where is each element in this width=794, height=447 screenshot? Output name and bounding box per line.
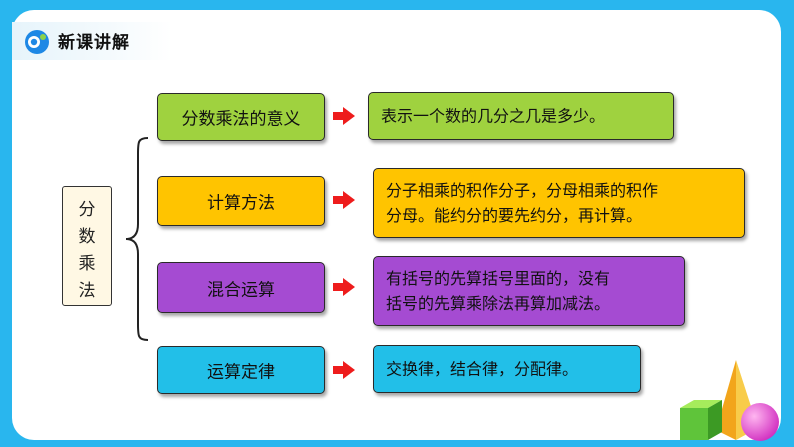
section-header: 新课讲解: [12, 22, 172, 60]
detail-line: 括号的先算乘除法再算加减法。: [386, 294, 611, 313]
page-title: 新课讲解: [58, 33, 130, 53]
topic-box-meaning: 分数乘法的意义: [157, 93, 325, 141]
detail-box-mixed: 有括号的先算括号里面的，没有 括号的先算乘除法再算加减法。: [373, 256, 685, 326]
cube-icon: [680, 400, 722, 440]
arrow-right-icon: [333, 278, 355, 296]
detail-line: 有括号的先算括号里面的，没有: [386, 269, 611, 288]
detail-box-meaning: 表示一个数的几分之几是多少。: [368, 92, 674, 140]
detail-text: 分子相乘的积作分子，分母相乘的积作 分母。能约分的要先约分，再计算。: [386, 178, 738, 228]
detail-text: 交换律，结合律，分配律。: [386, 357, 634, 382]
detail-text: 有括号的先算括号里面的，没有 括号的先算乘除法再算加减法。: [386, 266, 678, 316]
app-logo-icon: [25, 30, 49, 54]
topic-label: 混合运算: [207, 280, 275, 300]
topic-box-method: 计算方法: [157, 176, 325, 226]
main-topic-char: 法: [78, 281, 96, 301]
curly-brace: [125, 137, 149, 341]
main-topic-label: 分 数 乘 法: [62, 186, 112, 306]
detail-box-method: 分子相乘的积作分子，分母相乘的积作 分母。能约分的要先约分，再计算。: [373, 168, 745, 238]
detail-text: 表示一个数的几分之几是多少。: [381, 104, 667, 129]
detail-line: 分母。能约分的要先约分，再计算。: [386, 206, 643, 225]
arrow-right-icon: [333, 361, 355, 379]
main-topic-char: 数: [78, 227, 96, 247]
detail-box-laws: 交换律，结合律，分配律。: [373, 345, 641, 393]
detail-line: 分子相乘的积作分子，分母相乘的积作: [386, 181, 659, 200]
topic-box-mixed: 混合运算: [157, 262, 325, 313]
sphere-icon: [741, 403, 779, 441]
detail-line: 表示一个数的几分之几是多少。: [381, 106, 606, 126]
topic-label: 运算定律: [207, 362, 275, 383]
arrow-right-icon: [333, 191, 355, 209]
main-topic-char: 乘: [78, 254, 96, 274]
main-topic-char: 分: [78, 200, 96, 220]
arrow-right-icon: [333, 107, 355, 125]
detail-line: 交换律，结合律，分配律。: [386, 359, 579, 379]
topic-label: 计算方法: [207, 193, 275, 214]
topic-box-laws: 运算定律: [157, 346, 325, 394]
topic-label: 分数乘法的意义: [181, 109, 301, 130]
